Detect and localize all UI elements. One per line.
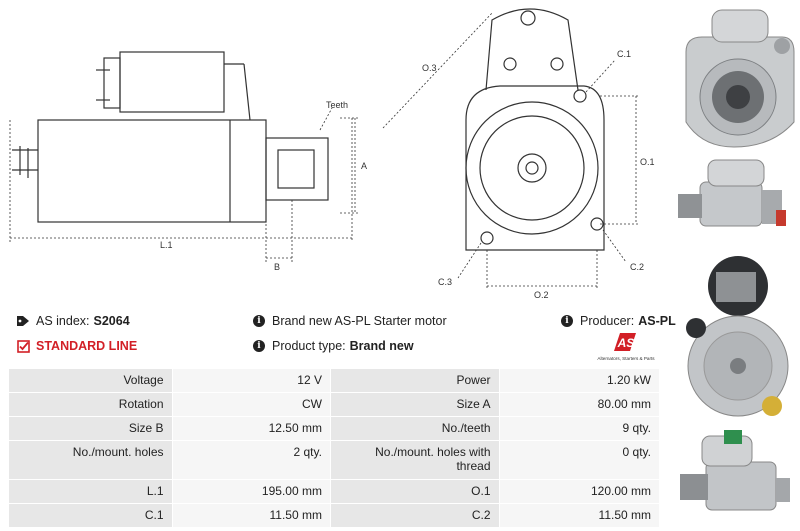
mount-hole-c2 (590, 217, 604, 231)
teeth-label: Teeth (326, 100, 348, 110)
spec-label: O.1 (329, 479, 500, 504)
table-row: C.1 11.50 mm C.2 11.50 mm (8, 503, 660, 528)
hole-c1-label: C.1 (617, 49, 631, 59)
spec-value: CW (171, 392, 331, 417)
photo-front-view[interactable] (672, 2, 796, 152)
as-index-label: AS index: (36, 314, 90, 328)
info-icon: i (252, 339, 266, 353)
diameter-o1-label: O.1 (640, 157, 655, 167)
spec-label: No./teeth (329, 416, 500, 441)
spec-value: 12.50 mm (171, 416, 331, 441)
spec-label: C.1 (8, 503, 173, 528)
product-info: AS index: S2064 i Brand new AS-PL Starte… (14, 312, 676, 362)
spec-value: 120.00 mm (498, 479, 660, 504)
mounting-flange (465, 85, 605, 251)
table-row: Rotation CW Size A 80.00 mm (8, 392, 660, 417)
tag-icon (16, 314, 30, 328)
photo-angle-view[interactable] (672, 428, 796, 528)
producer: i Producer: AS-PL (560, 314, 676, 328)
spec-label: Rotation (8, 392, 173, 417)
standard-line-label: STANDARD LINE (36, 339, 138, 353)
spec-label: L.1 (8, 479, 173, 504)
product-description: i Brand new AS-PL Starter motor (252, 314, 447, 328)
starter-motor-diagram: Teeth A B L.1 (9, 8, 655, 300)
spec-label: Voltage (8, 368, 173, 393)
as-index: AS index: S2064 (16, 314, 130, 328)
table-row: No./mount. holes 2 qty. No./mount. holes… (8, 440, 660, 480)
spec-label: No./mount. holes (8, 440, 173, 480)
spec-label: No./mount. holes with thread (329, 440, 500, 480)
mount-hole-c3 (480, 231, 494, 245)
info-icon: i (252, 314, 266, 328)
as-index-value: S2064 (93, 314, 130, 328)
spec-label: Power (329, 368, 500, 393)
table-row: Voltage 12 V Power 1.20 kW (8, 368, 660, 393)
checkbox-checked-icon (16, 339, 30, 353)
product-photos (668, 0, 800, 531)
flange-outer-ring (465, 101, 599, 235)
spec-value: 1.20 kW (498, 368, 660, 393)
solenoid (119, 51, 225, 113)
product-type-label: Product type: (272, 339, 346, 353)
standard-line: STANDARD LINE (16, 339, 137, 353)
description-text: Brand new AS-PL Starter motor (272, 314, 447, 328)
technical-drawing: Teeth A B L.1 (0, 0, 668, 305)
size-b-label: B (274, 262, 280, 272)
spec-value: 195.00 mm (171, 479, 331, 504)
producer-value: AS-PL (638, 314, 676, 328)
spec-value: 2 qty. (171, 440, 331, 480)
product-type-value: Brand new (349, 339, 414, 353)
spec-table: Voltage 12 V Power 1.20 kW Rotation CW S… (8, 368, 660, 528)
spec-value: 11.50 mm (498, 503, 660, 528)
size-a-label: A (361, 161, 367, 171)
info-icon: i (560, 314, 574, 328)
spec-label: Size B (8, 416, 173, 441)
mount-hole-c1 (573, 89, 587, 103)
producer-label: Producer: (580, 314, 635, 328)
photo-side-view[interactable] (672, 152, 796, 242)
spec-label: Size A (329, 392, 500, 417)
hole-c2-label: C.2 (630, 262, 644, 272)
as-pl-logo: AS Alternators, Starters & Parts (597, 333, 655, 361)
spec-value: 80.00 mm (498, 392, 660, 417)
diameter-o3-label: O.3 (422, 63, 437, 73)
length-l1-label: L.1 (160, 240, 173, 250)
photo-rear-view[interactable] (672, 246, 796, 426)
table-row: Size B 12.50 mm No./teeth 9 qty. (8, 416, 660, 441)
table-row: L.1 195.00 mm O.1 120.00 mm (8, 479, 660, 504)
spec-value: 9 qty. (498, 416, 660, 441)
spec-value: 12 V (171, 368, 331, 393)
hole-c3-label: C.3 (438, 277, 452, 287)
spec-label: C.2 (329, 503, 500, 528)
spec-value: 0 qty. (498, 440, 660, 480)
motor-body (37, 119, 267, 223)
product-type: i Product type: Brand new (252, 339, 414, 353)
svg-text:Alternators, Starters & Parts: Alternators, Starters & Parts (597, 356, 655, 361)
diameter-o2-label: O.2 (534, 290, 549, 300)
svg-text:AS: AS (617, 336, 635, 350)
spec-value: 11.50 mm (171, 503, 331, 528)
